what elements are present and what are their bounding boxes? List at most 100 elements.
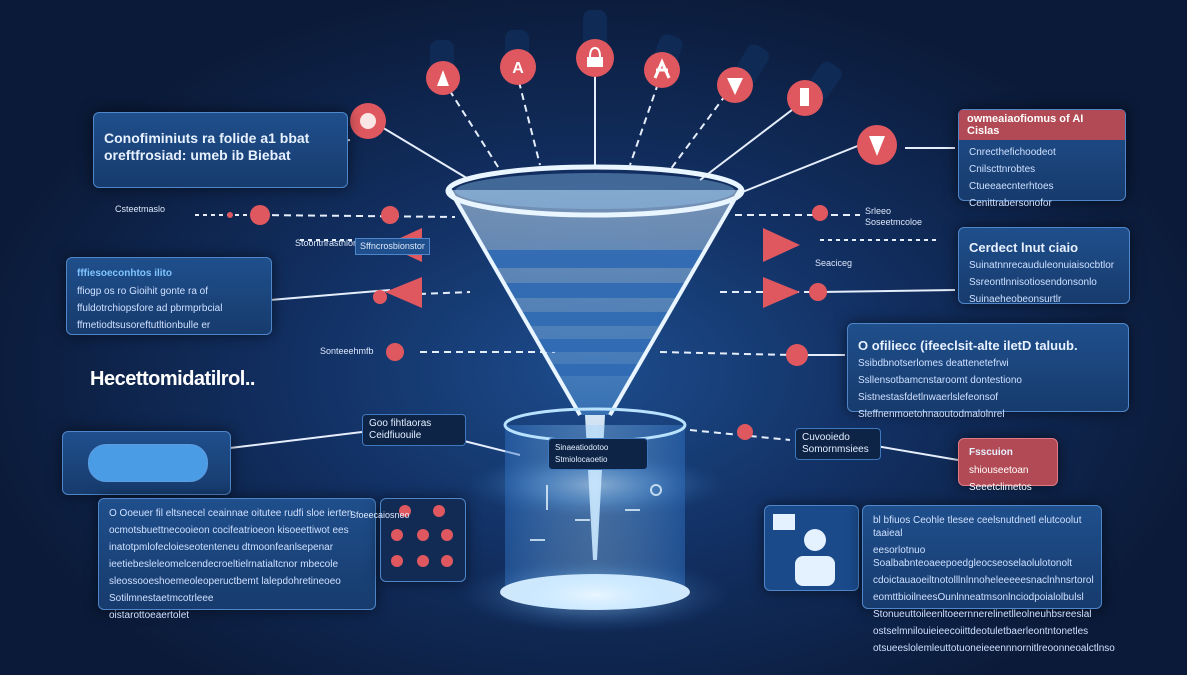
panel-line: ffiogp os ro Gioihit gonte ra of bbox=[77, 286, 209, 297]
collector-glow bbox=[460, 557, 730, 633]
globe-icon bbox=[391, 529, 403, 541]
panel-bottom-right: bl bfiuos Ceohle tlesee ceelsnutdnetl el… bbox=[862, 505, 1115, 654]
panel-bottom-left: O Ooeuer fil eltsnecel ceainnae oitutee … bbox=[98, 498, 376, 621]
dot-marker bbox=[812, 205, 828, 221]
panel-line: ocmotsbuettnecooieon cocifeatrioeon kiso… bbox=[109, 525, 349, 536]
avatar-panel bbox=[764, 505, 859, 591]
panel-top-right: owmeaiaofiomus of AI Cislas Cnrecthefich… bbox=[958, 109, 1126, 209]
connector-line bbox=[869, 444, 959, 461]
connector-line bbox=[669, 84, 734, 171]
mini-label: Sffncrosbionstor bbox=[355, 238, 430, 255]
shield-icon bbox=[441, 555, 453, 567]
panel-line: O Ooeuer fil eltsnecel ceainnae oitutee … bbox=[109, 508, 353, 519]
globe-icon bbox=[250, 205, 270, 225]
mini-label: Csteetmaslo bbox=[115, 204, 166, 214]
panel-line: eomttbioilneesOunlnneatmsonlnciodpoialol… bbox=[873, 592, 1084, 603]
funnel-rim bbox=[445, 164, 745, 218]
mini-label: Sonteeehmfb bbox=[320, 346, 374, 356]
panel-subtitle: oreftfrosiad: umeb ib Biebat bbox=[104, 147, 291, 163]
panel-line: Cnilscttnrobtes bbox=[969, 164, 1036, 175]
collector-details bbox=[530, 484, 662, 541]
panel-line: otsueeslolemleuttotuoneieeennnornitlreoo… bbox=[873, 643, 1115, 654]
panel-line: Cnrecthefichoodeot bbox=[969, 147, 1056, 158]
funnel-band bbox=[538, 339, 652, 352]
icon-grid-panel bbox=[380, 498, 466, 582]
connector-line bbox=[259, 214, 456, 218]
connector-line bbox=[269, 289, 391, 301]
panel-image-left bbox=[62, 431, 231, 495]
bird-icon bbox=[399, 505, 411, 517]
panel-title: Conofiminiuts ra folide a1 bbat bbox=[104, 130, 310, 146]
padlock-icon bbox=[576, 10, 614, 77]
panel-title: O ofiliecc (ifeeclsit-alte iletD taluub. bbox=[858, 338, 1078, 353]
panel-right-small: Fsscuion shiouseetoan Seeetclimetos bbox=[958, 438, 1058, 493]
panel-line: Sotilmnestaetmcotrleee bbox=[109, 593, 214, 604]
funnel-bands bbox=[486, 250, 704, 376]
panel-line: sleossooeshoemeoleopeructbemt lalepdohre… bbox=[109, 576, 341, 587]
funnel-band bbox=[486, 250, 704, 268]
connector-line bbox=[699, 99, 806, 181]
panel-line: ffmetiodtsusoreftutltionbulle er bbox=[77, 320, 211, 331]
connector-line bbox=[229, 431, 363, 449]
person-icon bbox=[804, 529, 826, 551]
panel-line: bl bfiuos Ceohle tlesee ceelsnutdnetl el… bbox=[873, 515, 1082, 539]
dot-marker bbox=[737, 424, 753, 440]
panel-title: owmeaiaofiomus of AI Cislas bbox=[959, 110, 1125, 140]
caption-center: Sinaeatiodotoo Stmiolocaoetio bbox=[548, 438, 648, 470]
panel-line: Sistnestasfdetlnwaerlslefeonsof bbox=[858, 392, 999, 403]
panel-mid-right: Cerdect lnut ciaio Suinatnnrecauduleonui… bbox=[958, 227, 1130, 305]
panel-line: Suinaeheobeonsurtlr bbox=[969, 294, 1062, 305]
panel-line: shiouseetoan bbox=[969, 465, 1029, 476]
dot-marker bbox=[809, 283, 827, 301]
dot-marker bbox=[227, 212, 233, 218]
avatar bbox=[773, 514, 835, 586]
funnel-body bbox=[450, 190, 740, 415]
panel-line: cdoictauaoeiltnotolllnlnnoheleeeeesnacln… bbox=[873, 575, 1094, 586]
top-icons: A bbox=[350, 10, 897, 165]
funnel bbox=[445, 164, 745, 633]
panel-line: Stonueuttoileenltoeernnerelinetlleolneuh… bbox=[873, 609, 1092, 620]
arrow-marker bbox=[763, 277, 800, 308]
bird-icon bbox=[433, 505, 445, 517]
funnel-band bbox=[505, 283, 685, 298]
funnel-band bbox=[522, 312, 668, 326]
connector-line bbox=[629, 71, 663, 166]
panel-line: Ssllensotbamcnstaroomt dontestiono bbox=[858, 375, 1022, 386]
panel-line: ostselmnilouieieecoiittdeotuletbaerleont… bbox=[873, 626, 1089, 637]
panel-line: Ssreontlnnisotiosendonsonlo bbox=[969, 277, 1097, 288]
funnel-edge-right bbox=[608, 188, 742, 417]
shield-icon bbox=[417, 555, 429, 567]
panel-line: ffuldotrchiopsfore ad pbrmprbcial bbox=[77, 303, 223, 314]
svg-text:A: A bbox=[512, 60, 524, 77]
panel-right-large: O ofiliecc (ifeeclsit-alte iletD taluub.… bbox=[847, 323, 1129, 420]
panel-line: Seeetclimetos bbox=[969, 482, 1032, 493]
shield-icon bbox=[717, 44, 769, 103]
globe-icon bbox=[441, 529, 453, 541]
arrow-marker bbox=[763, 228, 800, 262]
caption-right: Cuvooiedo Somornmsiees bbox=[795, 428, 881, 460]
panel-mid-left: fffiesoeconhtos ilito ffiogp os ro Gioih… bbox=[66, 257, 272, 335]
doorway-icon bbox=[787, 61, 842, 116]
panel-line: Ssibdbnotserlomes deattenetefrwi bbox=[858, 358, 1009, 369]
panel-line: eesorlotnuo Soalbabnteoaeepoedgleocseose… bbox=[873, 545, 1073, 569]
section-heading: Hecettomidatilrol.. bbox=[90, 368, 255, 390]
panel-line: Cenittrabersonofor bbox=[969, 198, 1052, 209]
connector-line bbox=[369, 119, 471, 181]
connector-line bbox=[819, 289, 956, 293]
image-thumbnail bbox=[88, 444, 208, 482]
dot-marker bbox=[786, 344, 808, 366]
panel-line: inatotpmlofecloieseotenteneu dtmoonfeanl… bbox=[109, 542, 334, 553]
funnel-edge-left bbox=[448, 188, 582, 417]
panel-line: Ctueeaecnterhtoes bbox=[969, 181, 1054, 192]
letter-a-icon: A bbox=[500, 30, 536, 85]
panel-title: fffiesoeconhtos ilito bbox=[77, 268, 172, 279]
connector-line bbox=[734, 144, 861, 196]
mini-label: Stoontnrasthlor bbox=[295, 238, 357, 248]
shield-icon bbox=[391, 555, 403, 567]
connector-line bbox=[659, 351, 791, 356]
panel-line: oistarottoeaertolet bbox=[109, 610, 190, 621]
bird-icon bbox=[350, 103, 386, 139]
dot-marker bbox=[373, 290, 387, 304]
funnel-mouth bbox=[455, 173, 735, 209]
